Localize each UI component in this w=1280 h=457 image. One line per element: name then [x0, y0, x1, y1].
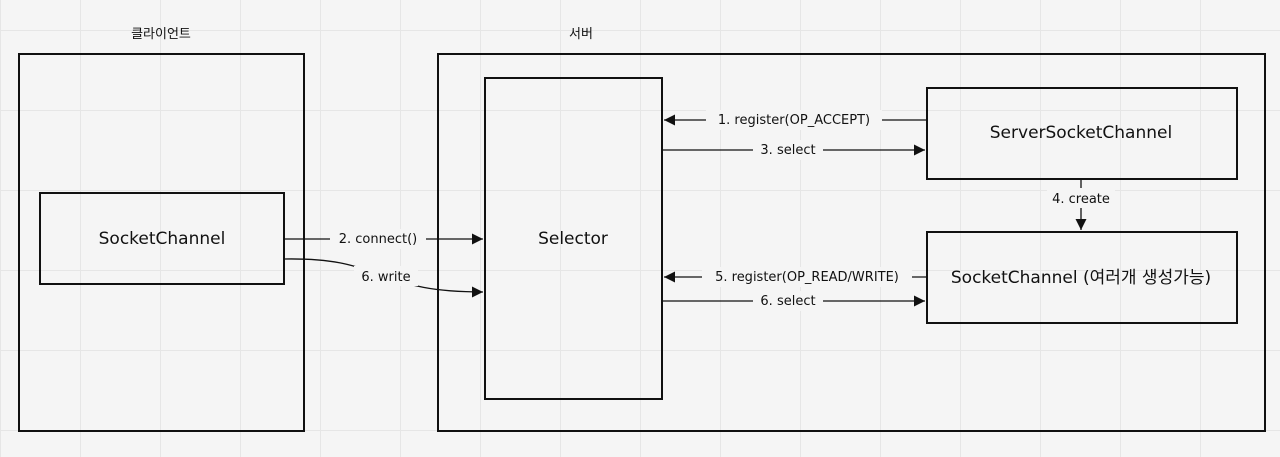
edge-register-accept-label: 1. register(OP_ACCEPT) — [718, 113, 870, 128]
edge-register-read-write-label: 5. register(OP_READ/WRITE) — [715, 270, 899, 285]
edge-connect-label-bg — [330, 229, 426, 249]
edge-connect-label: 2. connect() — [339, 232, 418, 247]
edge-select-accept-label: 3. select — [760, 143, 815, 158]
edge-write-label: 6. write — [361, 270, 410, 285]
edge-create-label: 4. create — [1052, 192, 1110, 207]
client-container — [18, 53, 305, 432]
server-title: 서버 — [569, 27, 593, 42]
edge-create-label-bg — [1047, 188, 1115, 208]
edge-select-read-write-label-bg — [753, 291, 823, 311]
edge-select-accept-label-bg — [753, 140, 823, 160]
server-socket-channels-label: SocketChannel (여러개 생성가능) — [951, 268, 1211, 288]
selector-label: Selector — [538, 229, 608, 249]
server-socket-channel-node[interactable] — [926, 87, 1238, 180]
edge-register-accept-label-bg — [706, 110, 882, 130]
edge-select-read-write-label: 6. select — [760, 294, 815, 309]
edge-register-read-write-label-bg — [702, 267, 912, 287]
edge-write-label-bg — [354, 266, 418, 286]
server-container — [437, 53, 1266, 432]
server-socket-channel-label: ServerSocketChannel — [990, 123, 1172, 143]
selector-node[interactable] — [484, 77, 663, 400]
client-title: 클라이언트 — [131, 27, 191, 42]
client-socket-channel-label: SocketChannel — [99, 229, 226, 249]
